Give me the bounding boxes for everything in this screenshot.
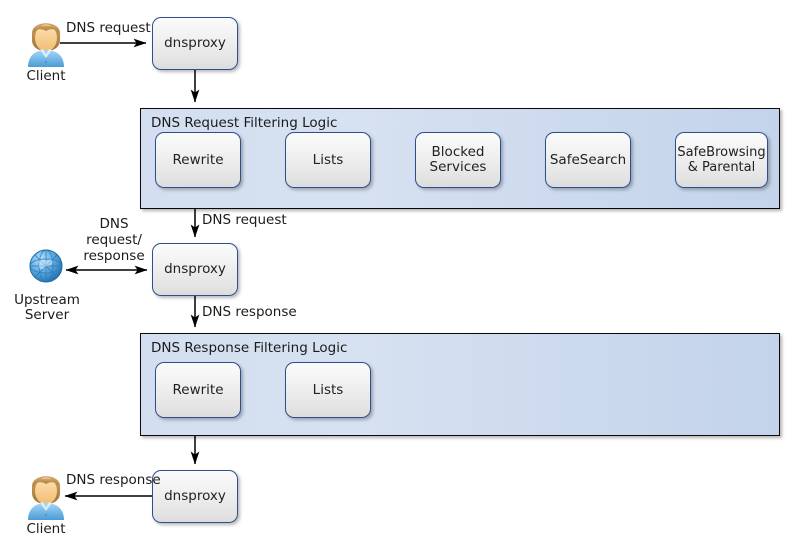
stage-rewrite-response-label: Rewrite [172, 381, 224, 398]
stage-lists-response-label: Lists [312, 381, 344, 398]
user-icon [28, 23, 64, 67]
client-top-avatar [22, 13, 70, 67]
edge-label-upstream-exchange: DNS request/ response [83, 216, 145, 264]
stage-rewrite-request[interactable]: Rewrite [155, 132, 241, 188]
stage-safebrowsing-parental[interactable]: SafeBrowsing & Parental [675, 132, 768, 188]
stage-lists-response[interactable]: Lists [285, 362, 371, 418]
user-icon [28, 476, 64, 520]
stage-blocked-services[interactable]: Blocked Services [415, 132, 501, 188]
dns-response-filtering-group: DNS Response Filtering Logic [140, 333, 780, 436]
edge-label-dnsproxy-to-response-filter: DNS response [202, 304, 297, 320]
stage-rewrite-response[interactable]: Rewrite [155, 362, 241, 418]
stage-lists-request-label: Lists [312, 151, 344, 168]
dnsproxy-node-middle-label: dnsproxy [164, 261, 226, 277]
dns-request-filtering-title: DNS Request Filtering Logic [151, 115, 338, 131]
dnsproxy-node-top[interactable]: dnsproxy [152, 17, 238, 70]
globe-icon [29, 249, 63, 283]
dnsproxy-node-top-label: dnsproxy [164, 35, 226, 51]
stage-safesearch-label: SafeSearch [549, 151, 627, 168]
dnsproxy-node-bottom[interactable]: dnsproxy [152, 470, 238, 523]
upstream-server-caption: Upstream Server [14, 292, 80, 323]
stage-lists-request[interactable]: Lists [285, 132, 371, 188]
dns-response-filtering-title: DNS Response Filtering Logic [151, 340, 348, 356]
stage-rewrite-request-label: Rewrite [172, 151, 224, 168]
client-top-caption: Client [26, 68, 66, 84]
upstream-server-globe [23, 243, 69, 289]
stage-safebrowsing-parental-label: SafeBrowsing & Parental [677, 145, 766, 175]
dnsproxy-node-bottom-label: dnsproxy [164, 488, 226, 504]
client-bottom-caption: Client [26, 521, 66, 537]
client-bottom-avatar [22, 466, 70, 520]
stage-safesearch[interactable]: SafeSearch [545, 132, 631, 188]
edge-label-dnsproxy-to-request-filter: DNS request [202, 212, 287, 228]
edge-label-client-to-dnsproxy: DNS request [66, 20, 151, 36]
dnsproxy-node-middle[interactable]: dnsproxy [152, 243, 238, 296]
edge-label-dnsproxy-to-client: DNS response [66, 472, 161, 488]
stage-blocked-services-label: Blocked Services [429, 144, 487, 175]
